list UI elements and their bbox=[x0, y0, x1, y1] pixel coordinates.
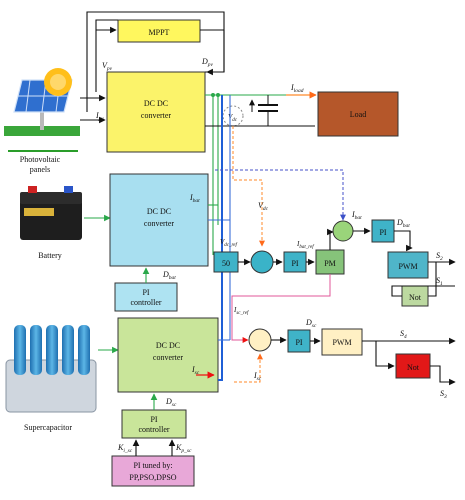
dc-link-capacitor bbox=[205, 95, 315, 127]
sc-dcdc-converter bbox=[117, 317, 219, 393]
pv-dcdc-converter bbox=[106, 71, 206, 153]
mppt-block bbox=[117, 19, 201, 43]
s2-label: S2 bbox=[436, 251, 443, 262]
gain-50-label: 50 bbox=[222, 259, 230, 268]
battery-pi-label-1: PI bbox=[142, 288, 149, 297]
sc-dcdc-label-1: DC DC bbox=[156, 341, 180, 350]
battery-label: Battery bbox=[38, 251, 62, 260]
battery-pi-label-2: controller bbox=[130, 298, 161, 307]
battery-pi-controller bbox=[114, 282, 178, 312]
sc-pwm-block bbox=[321, 328, 363, 356]
dbat-label: Dbat bbox=[162, 270, 176, 281]
isc-feedback-label: Isc bbox=[253, 371, 262, 382]
iscref-label: Isc_ref bbox=[233, 306, 249, 316]
ibat-feedback-wire bbox=[215, 169, 346, 221]
pi-tuning-block bbox=[111, 455, 195, 487]
isc-pi-label: PI bbox=[295, 338, 302, 347]
iscref-wire bbox=[231, 274, 331, 343]
load-label: Load bbox=[350, 110, 366, 119]
pv-dcdc-label-2: converter bbox=[141, 111, 172, 120]
battery-dcdc-converter bbox=[109, 173, 209, 267]
battery-illustration bbox=[20, 186, 82, 240]
pv-label-1: Photovoltaic bbox=[20, 155, 61, 164]
isc-label: Isc bbox=[191, 365, 200, 376]
sc-pi-label-1: PI bbox=[150, 415, 157, 424]
vdc-pi-label: PI bbox=[291, 259, 298, 268]
isc-summing-junction bbox=[248, 328, 272, 352]
sc-dcdc-label-2: converter bbox=[153, 353, 184, 362]
sc-to-bus-wire bbox=[218, 95, 223, 381]
sc-not-label: Not bbox=[407, 363, 420, 372]
pi-tuning-label-1: PI tuned by: bbox=[133, 461, 172, 470]
pv-label-2: panels bbox=[30, 165, 50, 174]
s1-label: S1 bbox=[436, 276, 443, 287]
pv-panel-illustration bbox=[4, 68, 80, 152]
vpv-label: Vpv bbox=[102, 61, 113, 72]
battery-not-label: Not bbox=[409, 293, 422, 302]
ibat-sum-label: Ibat bbox=[351, 210, 362, 221]
mppt-label: MPPT bbox=[149, 28, 170, 37]
ipv-label: Ipv bbox=[95, 111, 104, 122]
dsc-label: Dsc bbox=[165, 397, 177, 408]
iload-label: Iload bbox=[290, 83, 304, 94]
vdc-feedback-wire bbox=[232, 126, 265, 247]
kp-sc-label: Kp_sc bbox=[175, 443, 192, 454]
battery-pwm-block bbox=[387, 251, 429, 279]
vdc-summing-junction bbox=[250, 250, 274, 274]
dpv-label: Dpv bbox=[201, 57, 214, 68]
ibatref-label: Ibat_ref bbox=[296, 240, 314, 250]
battery-pwm-label: PWM bbox=[398, 262, 417, 271]
vpv-to-mppt-wire bbox=[95, 19, 118, 92]
pm-label: PM bbox=[324, 259, 336, 268]
supercapacitor-label: Supercapacitor bbox=[24, 423, 72, 432]
dbat-ctrl-label: Dbat bbox=[396, 218, 410, 229]
battery-dcdc-label-2: converter bbox=[144, 219, 175, 228]
supercapacitor-illustration bbox=[5, 325, 97, 413]
vdc-sensor bbox=[222, 105, 244, 127]
sc-pwm-label: PWM bbox=[332, 338, 351, 347]
ibat-label: Ibat bbox=[189, 193, 200, 204]
vdc-feedback-label: Vdc bbox=[258, 201, 269, 212]
load-block bbox=[317, 91, 399, 137]
pv-dcdc-label-1: DC DC bbox=[144, 99, 168, 108]
ki-sc-label: Ki_sc bbox=[117, 443, 133, 454]
sc-pi-label-2: controller bbox=[138, 425, 169, 434]
sc-pi-controller bbox=[121, 409, 187, 439]
battery-dcdc-label-1: DC DC bbox=[147, 207, 171, 216]
vdcref-label: Vdc_ref bbox=[220, 238, 237, 248]
ibat-summing-junction bbox=[332, 220, 354, 242]
dsc-ctrl-label: Dsc bbox=[305, 318, 317, 329]
ibat-pi-label: PI bbox=[379, 228, 386, 237]
s3-label: S3 bbox=[440, 389, 447, 400]
s4-label: S4 bbox=[400, 329, 407, 340]
pi-tuning-label-2: PP,PSO,DPSO bbox=[129, 473, 176, 482]
